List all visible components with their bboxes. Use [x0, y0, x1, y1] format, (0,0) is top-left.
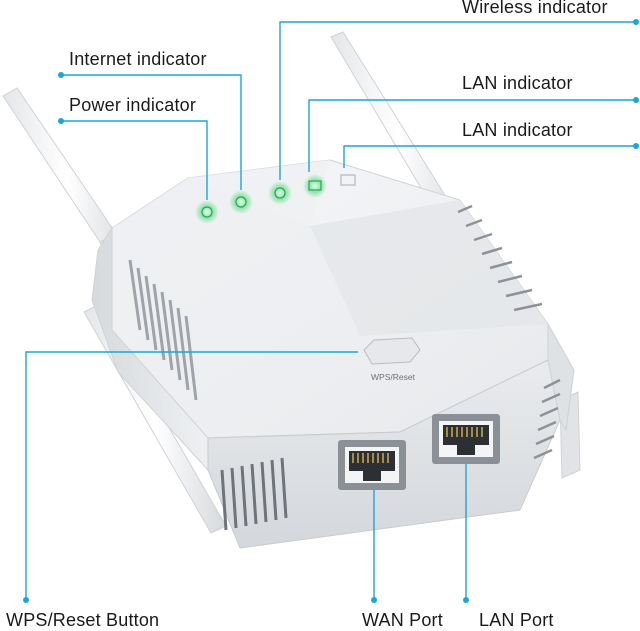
callout-lan-2 — [343, 145, 636, 168]
label-wps-reset-button: WPS/Reset Button — [6, 610, 160, 630]
vents-front-left — [220, 457, 288, 531]
lan-port-jack — [432, 414, 500, 464]
wps-reset-button-shape: WPS/Reset — [363, 337, 421, 382]
led-lan-2 — [340, 174, 356, 186]
label-lan-port: LAN Port — [479, 610, 554, 630]
led-lan-1 — [303, 174, 327, 198]
callout-wireless — [279, 21, 636, 180]
vents-left — [128, 259, 198, 401]
led-wireless — [268, 181, 292, 205]
label-wireless-indicator: Wireless indicator — [462, 0, 608, 17]
label-internet-indicator: Internet indicator — [69, 49, 207, 69]
label-power-indicator: Power indicator — [69, 95, 197, 115]
led-internet — [229, 190, 253, 214]
label-lan-indicator-2: LAN indicator — [462, 120, 573, 140]
label-wan-port: WAN Port — [362, 610, 443, 630]
led-power — [195, 200, 219, 224]
label-lan-indicator-1: LAN indicator — [462, 73, 573, 93]
callout-dots — [23, 19, 639, 603]
callout-lan-1 — [308, 99, 636, 172]
router-body — [91, 159, 575, 549]
callout-lines — [25, 21, 636, 600]
callout-internet — [61, 74, 242, 190]
callout-wps — [25, 351, 358, 600]
wps-reset-button-text: WPS/Reset — [371, 372, 416, 382]
wan-port-jack — [338, 440, 406, 490]
callout-power — [61, 120, 208, 200]
vents-right — [457, 204, 561, 460]
